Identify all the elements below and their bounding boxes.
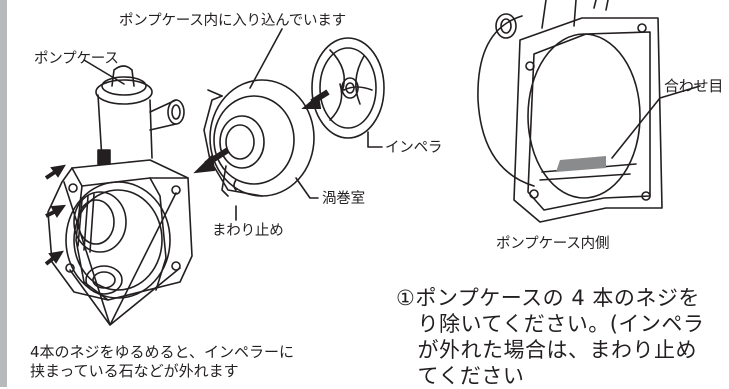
- label-impeller: インペラ: [385, 140, 443, 156]
- instruction-line-1: ①ポンプケースの 4 本のネジを: [396, 286, 700, 310]
- label-inserted-into-pump-case: ポンプケース内に入り込んでいます: [119, 13, 346, 29]
- label-pump-case: ポンプケース: [34, 51, 119, 67]
- page-edge-bar: [0, 0, 7, 387]
- instruction-line-3: が外れた場合は、まわり止め: [396, 338, 697, 362]
- instruction-line-4: てください: [396, 364, 525, 388]
- label-volute-chamber: 渦巻室: [322, 191, 365, 207]
- label-alignment-mark: 合わせ目: [664, 77, 724, 95]
- label-rotation-stopper: まわり止め: [212, 223, 284, 239]
- instruction-line-2: り除いてください。(インペラ: [396, 312, 705, 336]
- left-figure-caption-line-1: 4本のネジをゆるめると、インペラーに: [30, 343, 294, 361]
- right-figure-caption: ポンプケース内側: [496, 236, 610, 252]
- left-figure-caption-line-2: 挟まっている石などが外れます: [30, 362, 239, 380]
